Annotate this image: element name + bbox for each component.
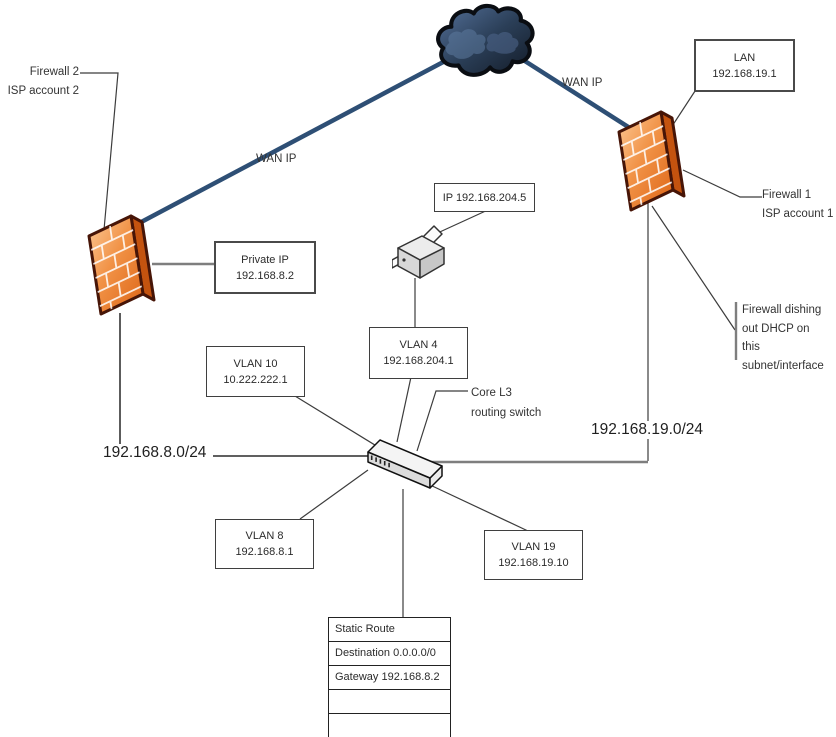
vlan19-line1: VLAN 19 xyxy=(511,541,556,553)
wan-ip-label-left: WAN IP xyxy=(256,153,297,165)
vlan4-line1: VLAN 4 xyxy=(399,339,438,351)
firewall-1-label-line1: Firewall 1 xyxy=(762,189,812,201)
private-ip-line2: 192.168.8.2 xyxy=(235,269,295,282)
static-route-row: Destination 0.0.0.0/0 xyxy=(329,642,450,666)
subnet-right-label: 192.168.19.0/24 xyxy=(589,421,706,439)
vlan10-line2: 10.222.222.1 xyxy=(223,373,288,386)
static-route-row: Static Route xyxy=(329,618,450,642)
lan-box-line1: LAN xyxy=(733,51,756,64)
vlan8-box: VLAN 8 192.168.8.1 xyxy=(215,519,314,569)
vlan10-line1: VLAN 10 xyxy=(233,357,278,370)
static-route-row xyxy=(329,690,450,714)
core-switch-label-line2: routing switch xyxy=(471,407,542,419)
internet-cloud-icon xyxy=(431,2,537,84)
lan-box: LAN 192.168.19.1 xyxy=(694,39,795,92)
lan-box-line2: 192.168.19.1 xyxy=(712,67,777,80)
core-switch-label-line1: Core L3 xyxy=(471,387,512,399)
dhcp-note-label: Firewall dishing out DHCP on this subnet… xyxy=(742,301,830,375)
core-switch-label: Core L3 routing switch xyxy=(471,383,541,423)
vlan8-line1: VLAN 8 xyxy=(245,530,284,542)
static-route-row xyxy=(329,714,450,737)
firewall-2-label-line1: Firewall 2 xyxy=(29,66,79,78)
vlan10-box: VLAN 10 10.222.222.1 xyxy=(206,346,305,397)
dhcp-note-line2: out DHCP on this xyxy=(742,322,810,354)
subnet-left-label: 192.168.8.0/24 xyxy=(101,444,209,462)
core-switch-icon xyxy=(364,436,446,492)
printer-ip-box: IP 192.168.204.5 xyxy=(434,183,535,212)
vlan8-line2: 192.168.8.1 xyxy=(235,546,294,558)
firewall-2-label-line2: ISP account 2 xyxy=(7,85,79,97)
firewall-1-label-line2: ISP account 1 xyxy=(762,208,834,220)
printer-icon xyxy=(391,220,448,282)
vlan19-box: VLAN 19 192.168.19.10 xyxy=(484,530,583,580)
printer-ip-line1: IP 192.168.204.5 xyxy=(442,191,527,204)
private-ip-line1: Private IP xyxy=(241,253,289,266)
dhcp-note-line3: subnet/interface xyxy=(742,359,824,372)
static-route-table: Static Route Destination 0.0.0.0/0 Gatew… xyxy=(328,617,451,737)
vlan4-line2: 192.168.204.1 xyxy=(383,355,454,367)
vlan4-box: VLAN 4 192.168.204.1 xyxy=(369,327,468,379)
firewall-2-icon xyxy=(84,212,156,316)
firewall-1-icon xyxy=(614,108,686,212)
private-ip-box: Private IP 192.168.8.2 xyxy=(214,241,316,294)
firewall-1-label: Firewall 1 ISP account 1 xyxy=(762,186,833,224)
dhcp-note-line1: Firewall dishing xyxy=(742,304,822,316)
vlan19-line2: 192.168.19.10 xyxy=(498,557,569,569)
firewall-2-label: Firewall 2 ISP account 2 xyxy=(2,63,79,101)
static-route-row: Gateway 192.168.8.2 xyxy=(329,666,450,690)
wan-ip-label-right: WAN IP xyxy=(562,77,603,89)
